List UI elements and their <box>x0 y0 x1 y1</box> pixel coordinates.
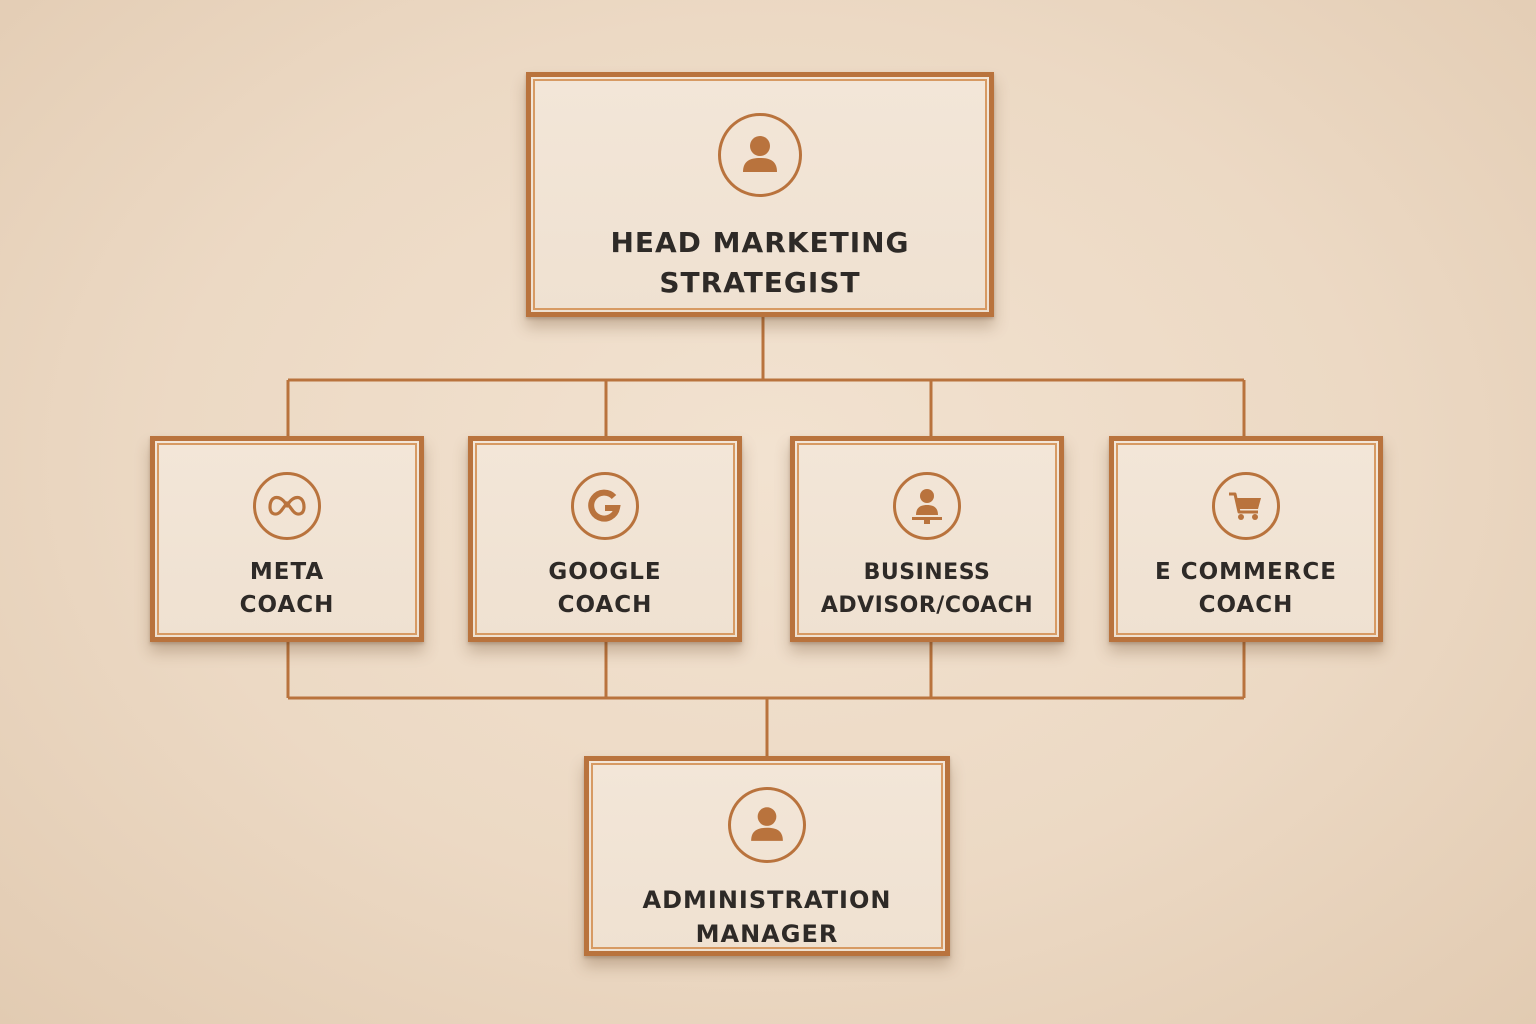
administration-manager-box: ADMINISTRATION MANAGER <box>584 756 950 956</box>
head-title: HEAD MARKETING STRATEGIST <box>610 226 910 299</box>
person-at-desk-icon <box>893 472 961 540</box>
google-coach-title: GOOGLE COACH <box>548 559 662 618</box>
head-marketing-strategist-box: HEAD MARKETING STRATEGIST <box>526 72 994 317</box>
google-g-icon <box>571 472 639 540</box>
meta-coach-title: META COACH <box>239 559 335 618</box>
meta-infinity-icon <box>253 472 321 540</box>
meta-coach-box: META COACH <box>150 436 424 642</box>
person-icon <box>718 113 802 197</box>
administration-manager-title: ADMINISTRATION MANAGER <box>642 886 892 948</box>
shopping-cart-icon <box>1212 472 1280 540</box>
ecommerce-coach-title: E COMMERCE COACH <box>1155 559 1337 618</box>
person-icon <box>728 787 806 863</box>
google-coach-box: GOOGLE COACH <box>468 436 742 642</box>
business-advisor-coach-box: BUSINESS ADVISOR/COACH <box>790 436 1064 642</box>
ecommerce-coach-box: E COMMERCE COACH <box>1109 436 1383 642</box>
business-advisor-coach-title: BUSINESS ADVISOR/COACH <box>820 560 1034 618</box>
